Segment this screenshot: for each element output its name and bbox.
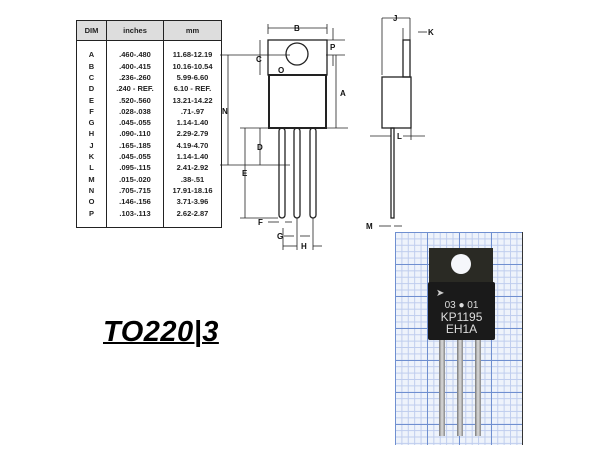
dim-label-k: K	[428, 28, 434, 37]
table-row: D.240 - REF.6.10 - REF.	[76, 83, 222, 95]
dim-label-n: N	[222, 107, 228, 116]
side-tab	[402, 39, 411, 78]
lead-1	[278, 127, 286, 219]
dim-label-h: H	[301, 242, 307, 251]
dim-label-m: M	[366, 222, 373, 231]
dim-label-o: O	[278, 66, 284, 75]
header-dim: DIM	[76, 20, 107, 41]
manufacturer-logo-icon: ➤	[436, 288, 445, 299]
package-title: TO220|3	[103, 316, 219, 348]
photo-lead-3	[475, 340, 481, 436]
cell-mm: 5.99-6.60	[163, 71, 222, 84]
dim-label-f: F	[258, 218, 263, 227]
photo-marking-line2: KP1195	[440, 310, 483, 324]
side-body	[381, 76, 412, 129]
tab-outline	[267, 39, 328, 76]
header-inches: inches	[106, 20, 164, 41]
photo-lead-2	[457, 340, 463, 436]
mounting-hole	[285, 42, 309, 66]
cell-mm: 6.10 - REF.	[163, 83, 222, 95]
cell-mm: 1.14-1.40	[163, 150, 222, 163]
header-mm: mm	[163, 20, 222, 41]
cell-mm: 2.41-2.92	[163, 162, 222, 174]
photo-marking-line1: 03 ● 01	[444, 300, 479, 311]
table-row: F.028-.038.71-.97	[76, 105, 222, 117]
photo-marking-line3: EH1A	[445, 322, 478, 336]
lead-2	[293, 127, 301, 219]
dim-label-e: E	[242, 169, 248, 178]
dim-label-b: B	[294, 24, 300, 33]
dim-label-c: C	[256, 55, 262, 64]
cell-mm: 2.62-2.87	[163, 207, 222, 219]
cell-mm: 10.16-10.54	[163, 60, 222, 72]
photo-lead-1	[439, 340, 445, 436]
cell-mm: 4.19-4.70	[163, 139, 222, 151]
photo-body: ➤ 03 ● 01 KP1195 EH1A	[428, 282, 495, 340]
dim-label-g: G	[277, 232, 283, 241]
cell-mm: 13.21-14.22	[163, 94, 222, 106]
table-header-row: DIM inches mm	[76, 20, 222, 41]
cell-mm: 17.91-18.16	[163, 184, 222, 197]
dim-label-l: L	[397, 132, 402, 141]
package-outline-drawing: B C O P A N D E F G H J K L M	[220, 14, 434, 251]
component-photo: ➤ 03 ● 01 KP1195 EH1A	[395, 232, 523, 445]
cell-mm: 2.29-2.79	[163, 128, 222, 140]
cell-mm: .38-.51	[163, 173, 222, 185]
cell-mm: 1.14-1.40	[163, 117, 222, 129]
dim-label-p: P	[330, 43, 336, 52]
dim-label-j: J	[393, 14, 397, 23]
dim-label-d: D	[257, 143, 263, 152]
dim-label-a: A	[340, 89, 346, 98]
photo-mounting-hole	[451, 254, 471, 274]
cell-mm: 3.71-3.96	[163, 196, 222, 208]
body-outline	[268, 74, 327, 129]
lead-3	[309, 127, 317, 219]
cell-mm: .71-.97	[163, 105, 222, 117]
side-lead	[390, 127, 395, 219]
table-row: M.015-.020.38-.51	[76, 173, 222, 185]
